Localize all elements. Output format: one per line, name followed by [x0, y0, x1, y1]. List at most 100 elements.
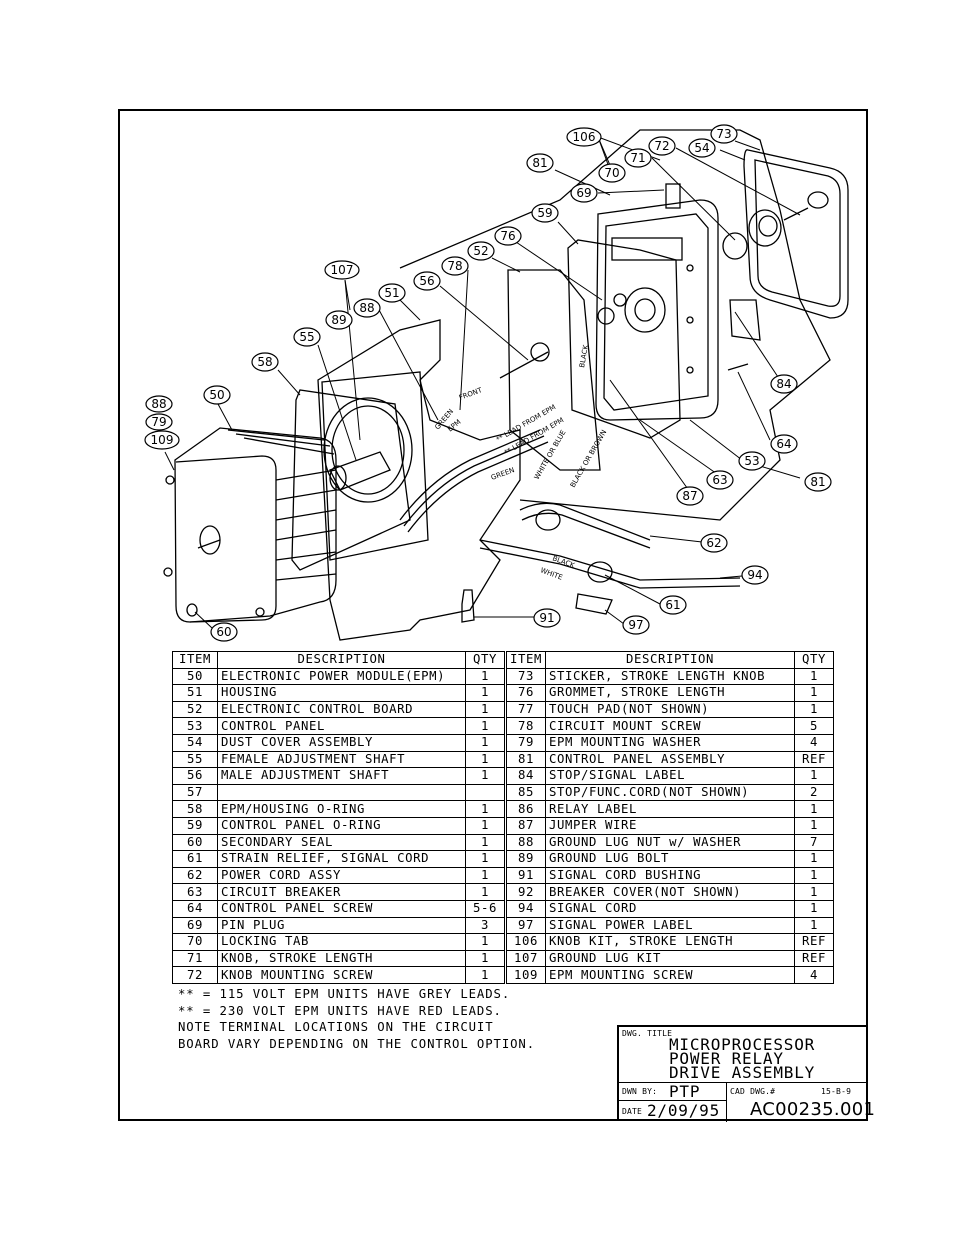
item-qty: 1 [794, 667, 835, 686]
item-description: SIGNAL CORD BUSHING [545, 866, 796, 885]
svg-text:59: 59 [537, 206, 552, 220]
callout-88-left: 88 [145, 395, 173, 413]
header-item: ITEM [503, 651, 547, 669]
table-header-row: ITEM DESCRIPTION QTY ITEM DESCRIPTION QT… [172, 651, 835, 669]
item-number: 56 [172, 767, 218, 785]
wire-labels: GREEN FRONT EPM ** LEAD FROM EPM ** LEAD… [433, 344, 608, 582]
callout-62: 62 [700, 533, 728, 553]
callout-61: 61 [659, 595, 687, 615]
item-description: ELECTRONIC CONTROL BOARD [217, 700, 466, 719]
svg-text:91: 91 [539, 611, 554, 625]
circuit-board [507, 269, 601, 471]
item-number: 85 [503, 783, 547, 802]
svg-text:70: 70 [604, 166, 619, 180]
callout-84: 84 [770, 374, 798, 394]
item-qty: 3 [465, 916, 506, 935]
item-number: 64 [172, 899, 218, 918]
item-number: 72 [172, 966, 218, 984]
drawing-date: 2/09/95 [647, 1101, 721, 1120]
date-label: DATE [622, 1107, 643, 1116]
item-number: 50 [172, 667, 218, 686]
item-qty: 1 [794, 816, 835, 835]
item-description: CONTROL PANEL O-RING [217, 816, 466, 835]
item-number: 70 [172, 933, 218, 951]
item-qty: 1 [794, 899, 835, 918]
item-number: 59 [172, 816, 218, 835]
note-line: NOTE TERMINAL LOCATIONS ON THE CIRCUIT [178, 1020, 494, 1035]
item-qty: 1 [794, 883, 835, 901]
item-description: STRAIN RELIEF, SIGNAL CORD [217, 850, 466, 868]
item-number: 84 [503, 767, 547, 785]
header-description: DESCRIPTION [545, 651, 796, 669]
item-description: KNOB MOUNTING SCREW [217, 966, 466, 984]
item-qty: 1 [794, 800, 835, 818]
item-qty: 1 [794, 916, 835, 935]
item-number: 60 [172, 833, 218, 852]
callout-63: 63 [706, 470, 734, 490]
power-cord [519, 502, 651, 541]
item-description: EPM MOUNTING WASHER [545, 733, 796, 752]
drawing-frame [118, 109, 868, 1121]
callout-70: 70 [598, 163, 626, 183]
callout-53: 53 [738, 451, 766, 471]
item-qty: 1 [465, 833, 506, 852]
svg-text:60: 60 [216, 625, 231, 639]
item-number: 92 [503, 883, 547, 901]
item-number: 54 [172, 733, 218, 752]
item-number: 71 [172, 949, 218, 968]
wire-label: BLACK [578, 344, 590, 368]
item-number: 53 [172, 717, 218, 735]
svg-text:69: 69 [576, 186, 591, 200]
item-qty: REF [794, 949, 835, 968]
item-number: 91 [503, 866, 547, 885]
item-description: CIRCUIT BREAKER [217, 883, 466, 901]
callout-81-right: 81 [804, 472, 832, 492]
item-number: 89 [503, 850, 547, 868]
svg-text:53: 53 [744, 454, 759, 468]
cad-dwg-label: CAD DWG.# [730, 1087, 776, 1096]
svg-text:62: 62 [706, 536, 721, 550]
callout-71: 71 [624, 148, 652, 168]
callout-73: 73 [710, 124, 738, 144]
item-qty: 1 [465, 767, 506, 785]
item-qty: 1 [465, 866, 506, 885]
item-qty: REF [794, 750, 835, 769]
wire-label: FRONT [458, 386, 484, 402]
parts-list-table: ITEM DESCRIPTION QTY ITEM DESCRIPTION QT… [172, 651, 835, 984]
item-qty: 1 [465, 800, 506, 818]
item-number: 88 [503, 833, 547, 852]
item-description: SECONDARY SEAL [217, 833, 466, 852]
svg-text:88: 88 [359, 301, 374, 315]
item-description: KNOB, STROKE LENGTH [217, 949, 466, 968]
item-qty: 1 [465, 750, 506, 769]
adjustment-shaft [329, 451, 391, 491]
svg-text:87: 87 [682, 489, 697, 503]
item-number: 94 [503, 899, 547, 918]
exploded-assembly-drawing: 106 73 72 54 71 70 81 69 59 76 52 78 56 … [144, 124, 849, 642]
item-qty: 1 [465, 949, 506, 968]
item-qty: 1 [794, 684, 835, 702]
callout-78: 78 [441, 256, 469, 276]
header-item: ITEM [172, 651, 218, 669]
svg-text:76: 76 [500, 229, 515, 243]
callout-54: 54 [688, 138, 716, 158]
svg-text:89: 89 [331, 313, 346, 327]
item-number: 97 [503, 916, 547, 935]
item-number: 51 [172, 684, 218, 702]
callout-87: 87 [676, 486, 704, 506]
item-qty: 1 [465, 667, 506, 686]
note-line: ** = 230 VOLT EPM UNITS HAVE RED LEADS. [178, 1003, 502, 1018]
item-qty: 1 [465, 850, 506, 868]
callout-106: 106 [566, 127, 602, 147]
item-qty [465, 783, 506, 802]
